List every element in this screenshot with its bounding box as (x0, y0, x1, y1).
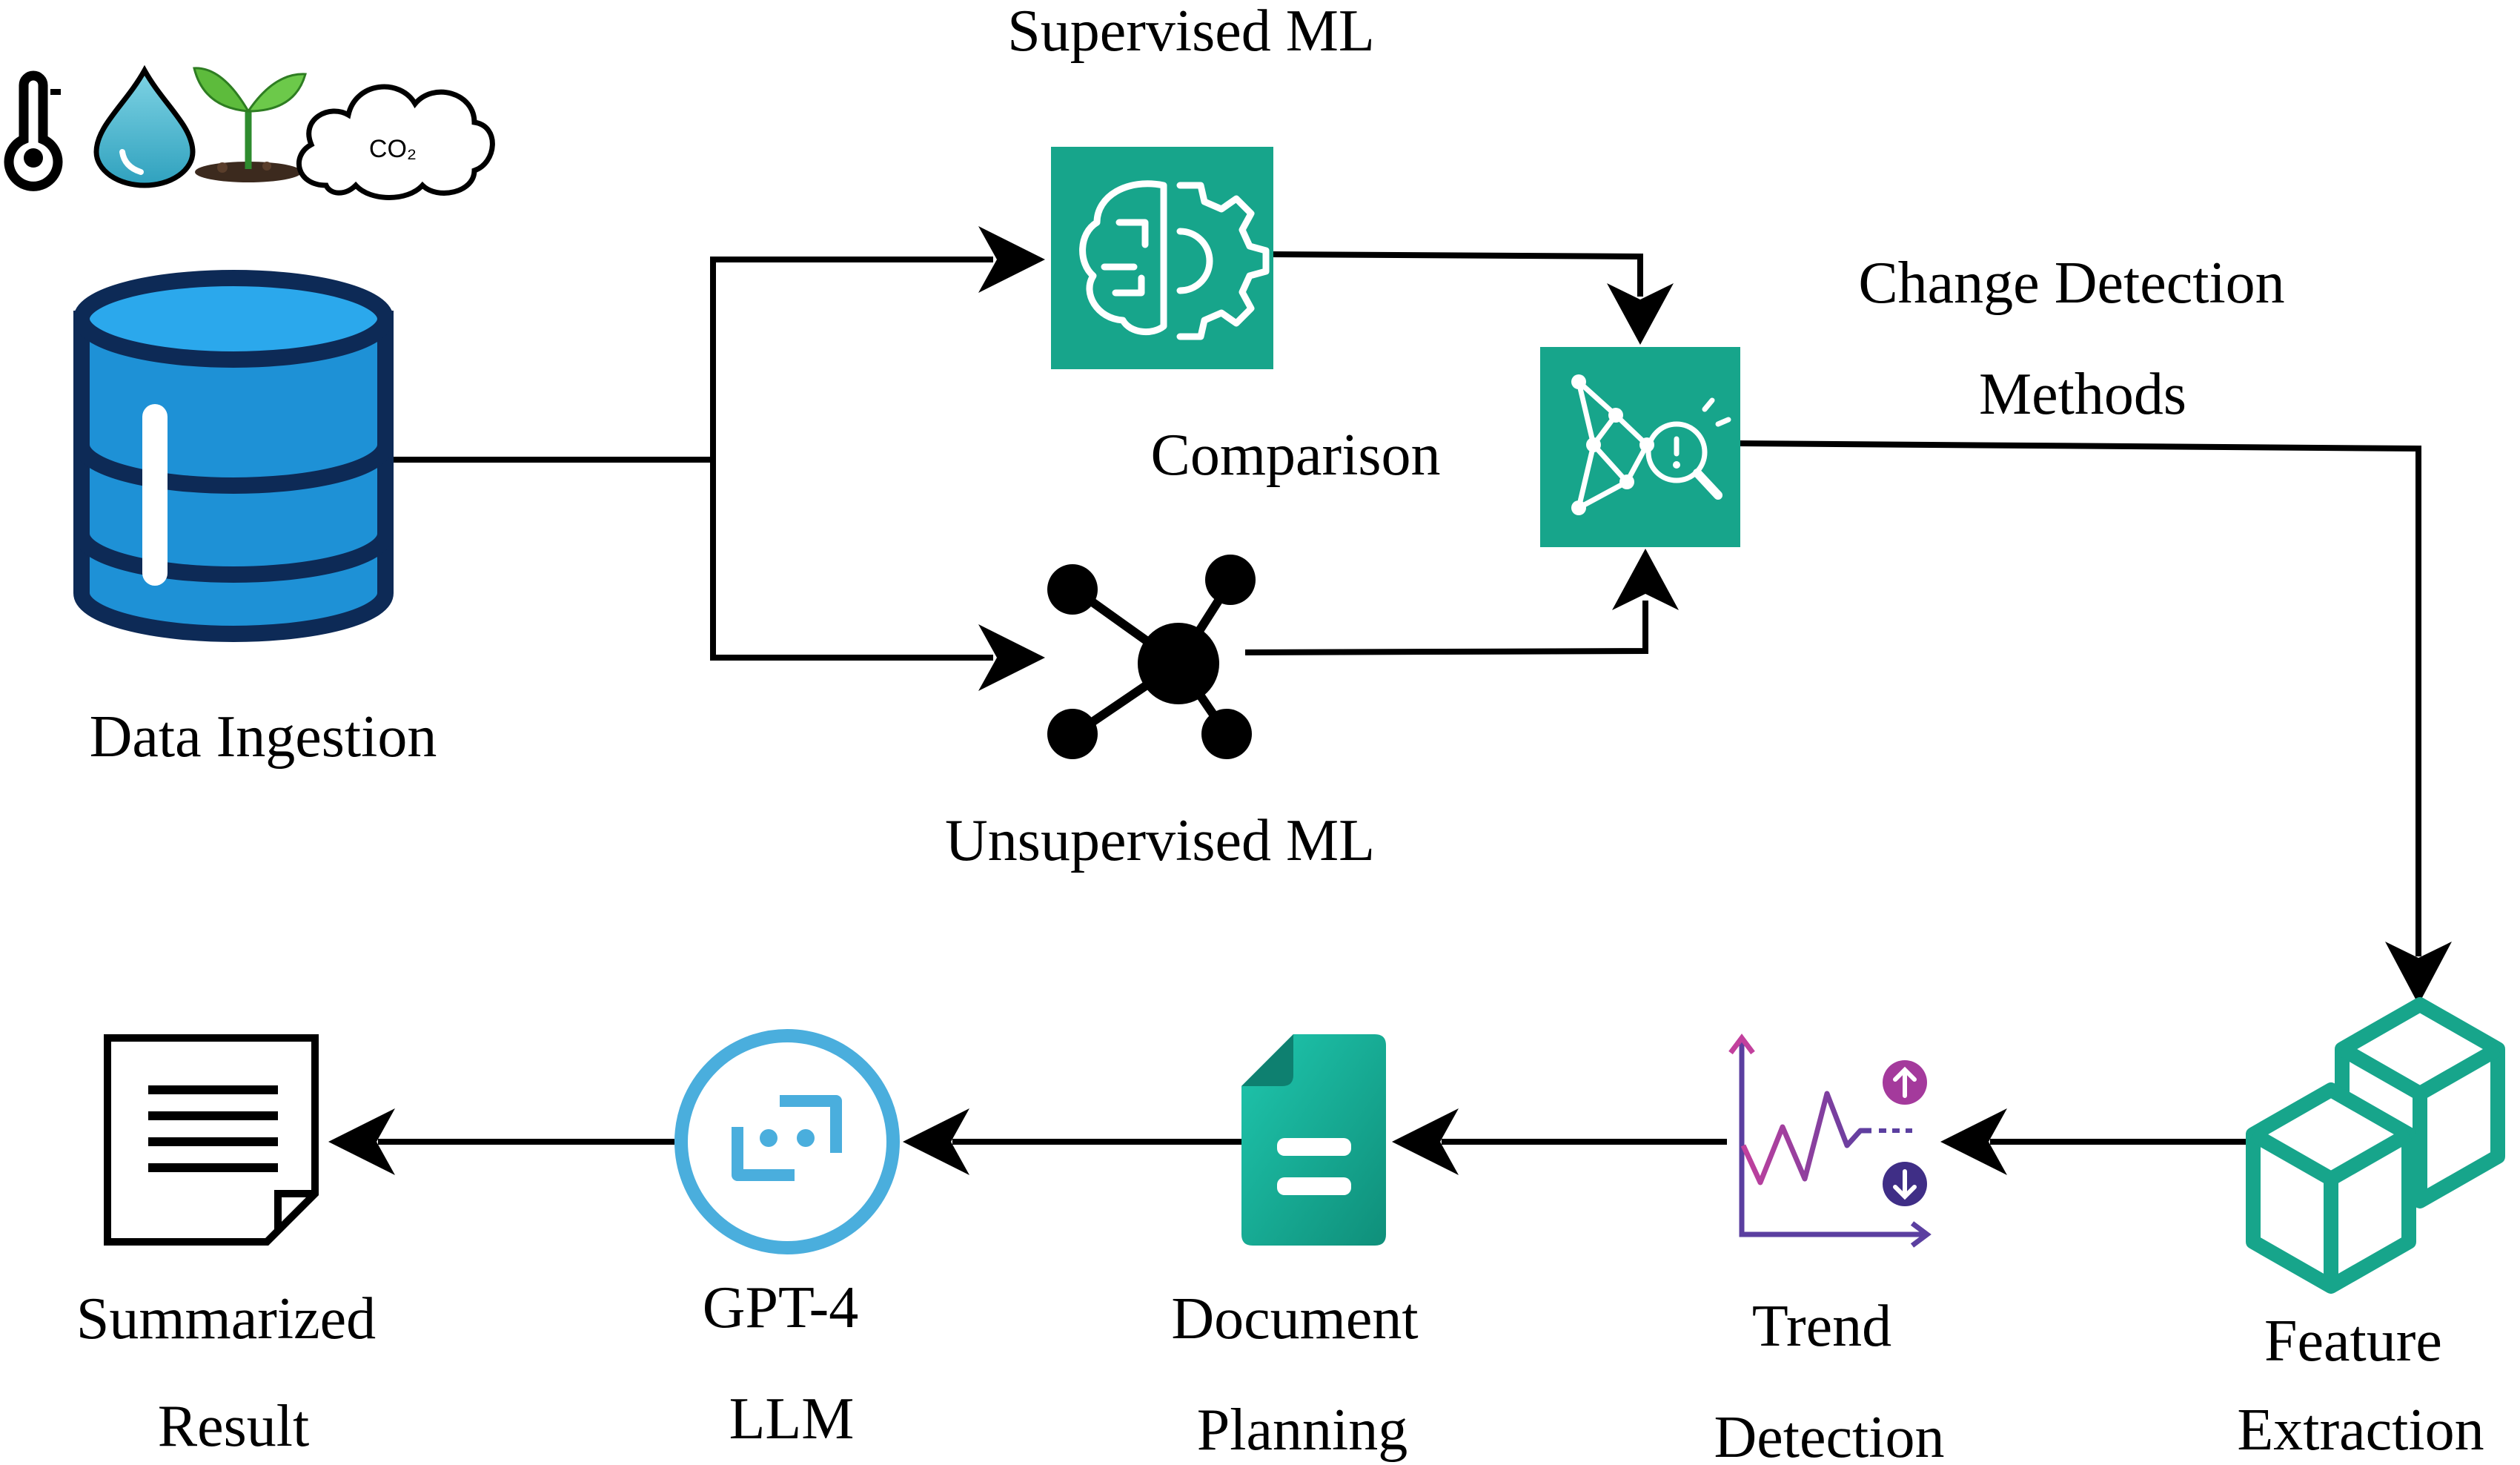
edge-to-supervised-ml (710, 257, 993, 460)
gpt4-label-line2: LLM (729, 1386, 855, 1452)
plant-sprout-icon (193, 67, 307, 182)
arrowhead (1392, 1108, 1459, 1175)
brain-gear-icon (1051, 147, 1273, 369)
trend-detection-label-line1: Trend (1752, 1294, 1891, 1359)
comparison-label: Comparison (1150, 423, 1440, 488)
change-detection-label-line1: Change Detection (1858, 251, 2284, 316)
arrowhead (1612, 549, 1679, 610)
document-planning-label-line2: Planning (1197, 1398, 1407, 1463)
connectors (328, 226, 2452, 1175)
co2-cloud-icon: CO₂ (296, 84, 495, 200)
arrowhead (1940, 1108, 2007, 1175)
data-ingestion-label: Data Ingestion (90, 704, 437, 770)
arrowhead (978, 624, 1045, 691)
water-drop-icon (93, 65, 196, 188)
edge-unsupervised-to-change-detection (1244, 601, 1648, 655)
document-planning-label-line1: Document (1171, 1286, 1418, 1352)
arrowhead (903, 1108, 969, 1175)
database-icon (73, 270, 394, 642)
summarized-result-label-line1: Summarized (76, 1286, 376, 1352)
summarized-result-label-line2: Result (158, 1394, 309, 1459)
arrowhead (978, 226, 1045, 293)
edge-change-detection-to-feature-extraction (1737, 440, 2421, 956)
feature-extraction-label-line1: Feature (2264, 1309, 2442, 1374)
arrowhead (1607, 283, 1674, 345)
feature-extraction-label-line2: Extraction (2237, 1398, 2484, 1463)
co2-label: CO₂ (369, 135, 417, 163)
network-hub-icon (1047, 555, 1256, 759)
arrowhead (2385, 942, 2452, 1005)
document-icon (1241, 1034, 1386, 1246)
cubes-icon (2246, 997, 2505, 1294)
supervised-ml-label: Supervised ML (1007, 0, 1375, 64)
sensor-icons: CO₂ (4, 65, 495, 200)
arrowhead (328, 1108, 395, 1175)
anomaly-detection-icon (1540, 347, 1740, 547)
chat-bot-icon (674, 1029, 900, 1254)
trend-detection-label-line2: Detection (1714, 1405, 1945, 1465)
thermometer-icon (4, 70, 63, 191)
edge-supervised-to-change-detection (1270, 251, 1643, 297)
edge-to-unsupervised-ml (710, 460, 993, 661)
trend-chart-icon (1728, 1034, 1932, 1248)
paper-list-icon (104, 1034, 319, 1246)
change-detection-label-line2: Methods (1979, 362, 2186, 427)
gpt4-label-line1: GPT-4 (703, 1275, 858, 1340)
unsupervised-ml-label: Unsupervised ML (945, 808, 1375, 873)
